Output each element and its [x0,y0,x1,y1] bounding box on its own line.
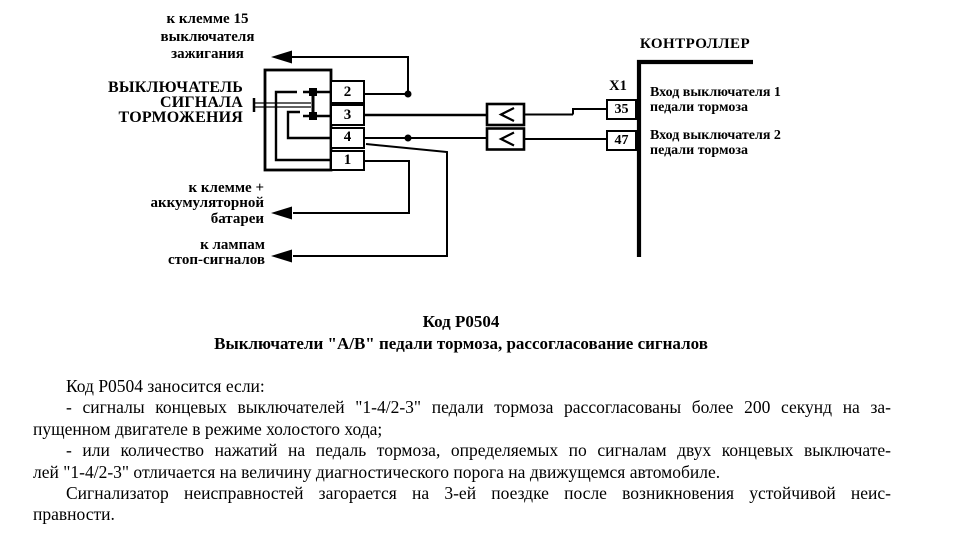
controller-connector-label: X1 [609,78,627,94]
switch-pin-4: 4 [330,127,365,149]
wire-battery [293,160,410,214]
arrow-left-lamps-icon [271,249,292,263]
controller-title: КОНТРОЛЛЕР [639,36,751,52]
code-subtitle: Выключатели "А/В" педали тормоза, рассог… [214,334,708,353]
wire-switch-a [365,137,607,140]
switch-pin-1: 1 [330,149,365,171]
switch-actuator [252,98,311,112]
body-line: - сигналы концевых выключателей "1-4/2-3… [66,397,891,418]
body-line: пущенном двигателе в режиме холостого хо… [33,418,383,439]
body-line: - или количество нажатий на педаль тормо… [66,440,891,461]
wire-switch-b [365,108,607,117]
wire-stop-lamps [293,143,448,257]
body-line: лей "1-4/2-3" отличается на величину диа… [33,461,721,482]
junction-dot [404,90,412,98]
connector-symbol [485,127,526,151]
arrow-left-battery-icon [271,206,292,220]
switch-contacts [274,88,330,162]
wire-ignition [291,56,409,95]
controller-pin-47: 47 [606,130,637,151]
switch-pin-3: 3 [330,104,365,126]
body-line: правности. [33,504,115,525]
description-text: Код Р0504 заносится если: - сигналы конц… [33,376,891,526]
arrow-left-ignition-icon [271,50,292,64]
connector-symbol [485,102,526,127]
code-title: Код Р0504 [422,312,500,331]
code-title-block: Код Р0504 Выключатели "А/В" педали тормо… [30,311,892,355]
junction-dot [404,134,412,142]
body-line: Код Р0504 заносится если: [66,376,265,396]
body-line: Сигнализатор неисправностей загорается н… [66,483,891,504]
controller-pin-35: 35 [606,99,637,120]
switch-pin-2: 2 [330,80,365,104]
controller-boundary [636,59,753,257]
